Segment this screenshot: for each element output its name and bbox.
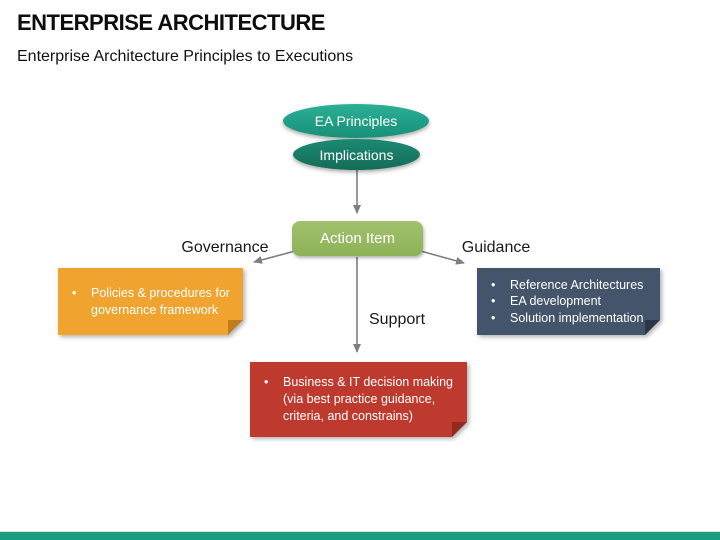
slide-subtitle: Enterprise Architecture Principles to Ex… bbox=[17, 48, 354, 65]
implications-ellipse: Implications bbox=[293, 139, 420, 170]
governance-item-text: Policies & procedures for governance fra… bbox=[91, 285, 230, 317]
bullet-icon: • bbox=[491, 294, 496, 309]
implications-label: Implications bbox=[319, 146, 394, 163]
bullet-icon: • bbox=[72, 285, 77, 300]
governance-note-box: • Policies & procedures for governance f… bbox=[58, 268, 243, 335]
folded-corner-icon bbox=[452, 422, 467, 437]
bullet-icon: • bbox=[491, 310, 496, 325]
guidance-bullet-item: • Reference Architectures bbox=[491, 277, 652, 293]
bullet-icon: • bbox=[491, 278, 496, 293]
support-branch-label: Support bbox=[368, 311, 426, 328]
folded-corner-icon bbox=[645, 320, 660, 335]
support-note-box: • Business & IT decision making (via bes… bbox=[250, 362, 467, 437]
guidance-item-text: Reference Architectures bbox=[510, 278, 644, 293]
guidance-item-text: EA development bbox=[510, 294, 602, 309]
slide-title: ENTERPRISE ARCHITECTURE bbox=[17, 10, 325, 35]
support-item-text: Business & IT decision making (via best … bbox=[283, 375, 453, 423]
bullet-icon: • bbox=[264, 375, 269, 390]
governance-bullet-item: • Policies & procedures for governance f… bbox=[72, 285, 235, 319]
action-item-label: Action Item bbox=[319, 230, 396, 247]
footer-accent-bar bbox=[0, 532, 720, 540]
guidance-note-box: • Reference Architectures • EA developme… bbox=[477, 268, 660, 335]
ea-principles-ellipse: EA Principles bbox=[283, 104, 429, 138]
governance-branch-label: Governance bbox=[181, 239, 269, 256]
guidance-item-text: Solution implementation bbox=[510, 310, 644, 325]
guidance-bullet-item: • Solution implementation bbox=[491, 310, 652, 326]
folded-corner-icon bbox=[228, 320, 243, 335]
action-item-box: Action Item bbox=[292, 221, 423, 256]
guidance-branch-label: Guidance bbox=[461, 239, 531, 256]
ea-principles-label: EA Principles bbox=[314, 113, 398, 129]
guidance-bullet-item: • EA development bbox=[491, 293, 652, 309]
support-bullet-item: • Business & IT decision making (via bes… bbox=[264, 374, 459, 425]
